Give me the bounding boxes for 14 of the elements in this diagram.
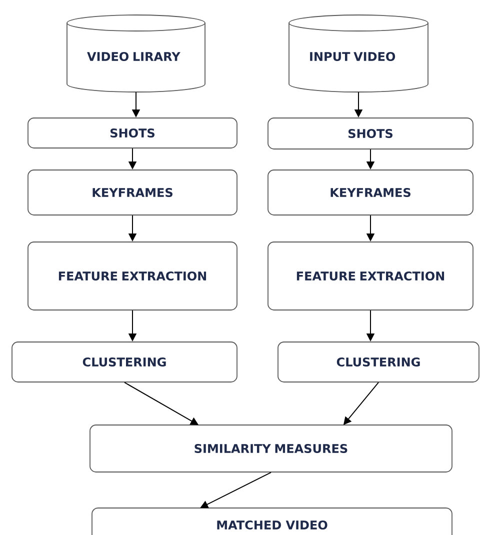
process-box: SHOTS — [28, 118, 238, 148]
node-label: VIDEO LIRARY — [87, 52, 180, 62]
process-box: KEYFRAMES — [268, 170, 474, 216]
process-box: CLUSTERING — [12, 342, 238, 382]
process-box: KEYFRAMES — [28, 170, 238, 216]
node-label: INPUT VIDEO — [310, 52, 396, 62]
database-cylinder: VIDEO LIRARY — [66, 14, 206, 92]
process-box: MATCHED VIDEO — [92, 508, 452, 535]
process-box: FEATURE EXTRACTION — [28, 242, 238, 310]
database-cylinder: INPUT VIDEO — [288, 14, 428, 92]
process-box: FEATURE EXTRACTION — [268, 242, 474, 310]
process-box: CLUSTERING — [278, 342, 480, 382]
process-box: SHOTS — [268, 118, 474, 150]
process-box: SIMILARITY MEASURES — [90, 424, 452, 472]
